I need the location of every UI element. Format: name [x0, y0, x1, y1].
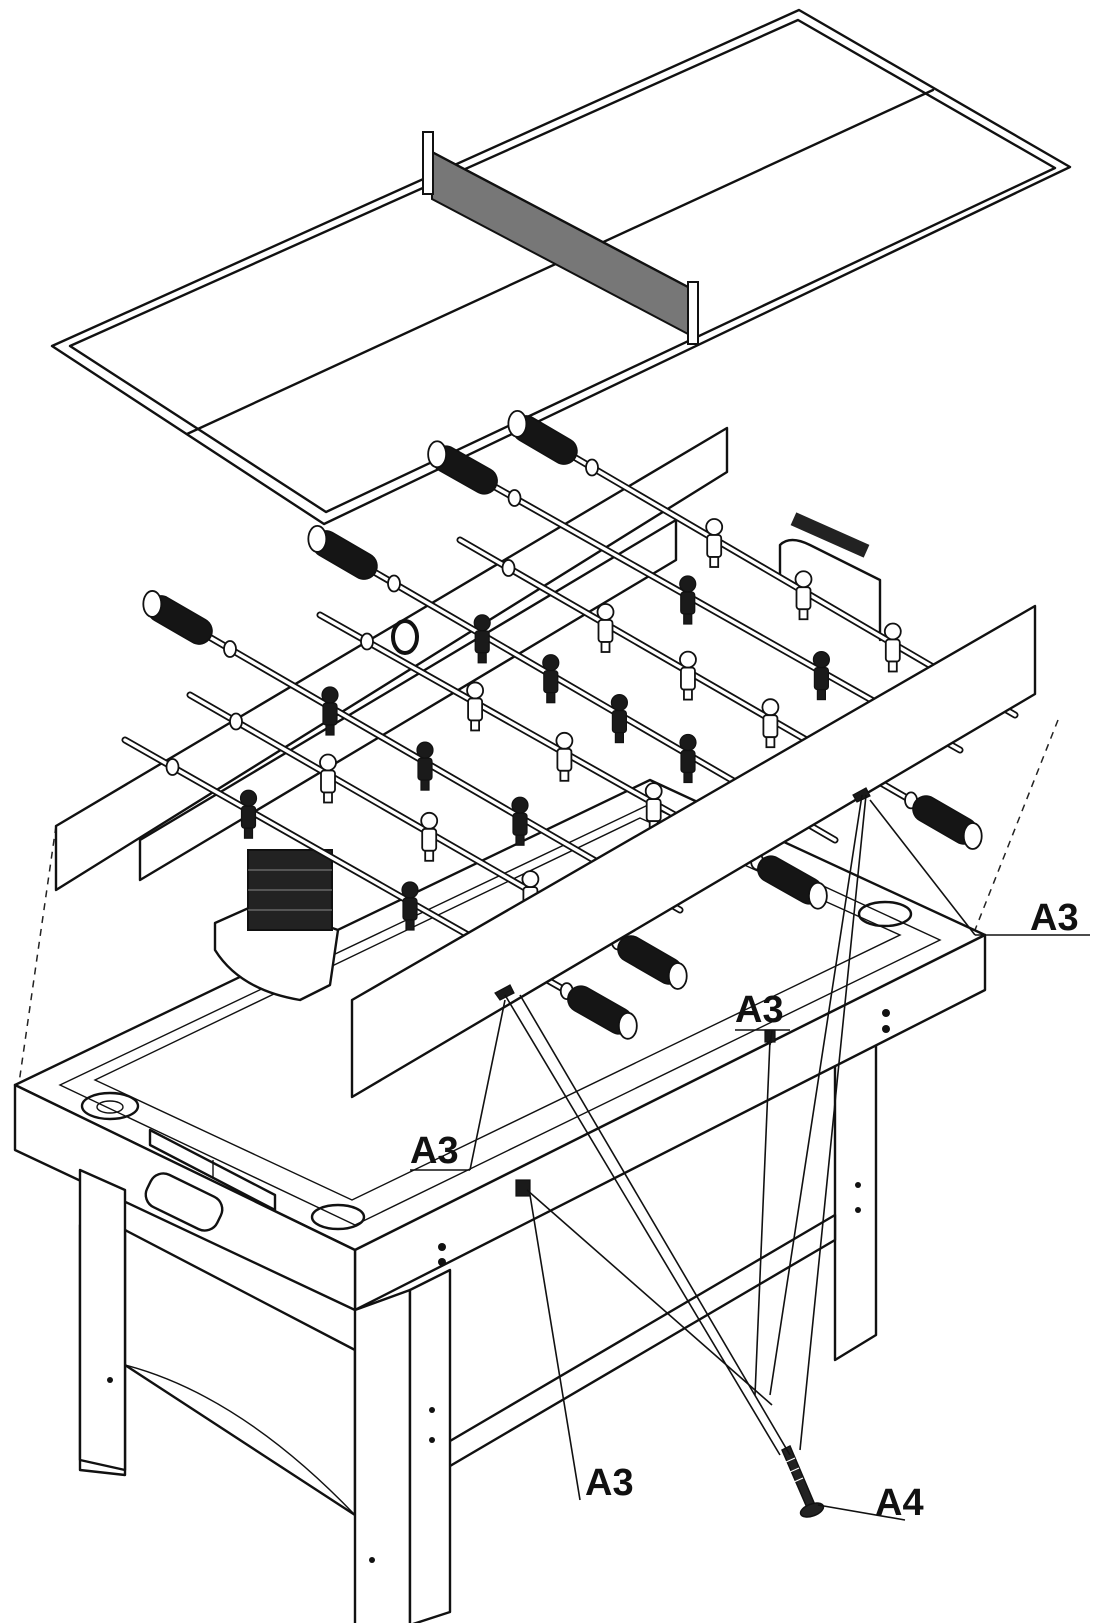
rod-bumper [229, 712, 243, 731]
foosball-player [794, 570, 813, 621]
callout-a3-left: A3 [410, 999, 506, 1172]
foosball-player [420, 811, 439, 862]
foosball-player [319, 753, 337, 804]
foosball-player [679, 650, 697, 701]
rod-bumper [501, 559, 516, 577]
foosball-player [321, 686, 339, 736]
foosball-player [239, 789, 258, 839]
foosball-player [812, 650, 831, 701]
rod-bumper [507, 489, 522, 507]
svg-text:A3: A3 [585, 1462, 634, 1504]
rod-handle-grip [757, 855, 828, 910]
foosball-player [473, 614, 491, 664]
foosball-player [542, 654, 560, 704]
rod-bumper [585, 458, 599, 477]
foosball-cabinet [13, 778, 987, 1623]
goal-box-far [778, 512, 882, 642]
rod-handle-grip [427, 440, 498, 495]
foosball-player [555, 731, 574, 782]
rod-bumper [223, 640, 237, 658]
rod-handle-grip [507, 409, 578, 465]
svg-text:A4: A4 [875, 1482, 924, 1524]
svg-text:A3: A3 [735, 989, 784, 1031]
table-tennis-top [50, 8, 1072, 526]
rod-bumper [165, 758, 180, 776]
table-tennis-net [422, 131, 699, 345]
callout-a4: A4 [817, 1482, 924, 1524]
foosball-player [596, 603, 615, 653]
callout-a3-bottom: A3 [529, 1194, 634, 1504]
foosball-player [610, 693, 629, 744]
goal-box-near [213, 849, 340, 1002]
rod-handle-grip [307, 525, 378, 580]
foosball-player [679, 733, 697, 784]
foosball-player [761, 698, 780, 749]
rod-handle-grip [567, 985, 638, 1040]
rod-handle-grip [142, 590, 213, 645]
assembly-leader-lines [504, 794, 867, 1456]
foosball-player [511, 796, 529, 846]
foosball-player [401, 881, 419, 931]
rod-bumper [360, 632, 374, 651]
side-wall-front [350, 604, 1037, 1099]
rod-bumper [387, 574, 401, 593]
foosball-player [416, 741, 434, 791]
foosball-player [466, 681, 485, 732]
foosball-player [705, 518, 724, 568]
foosball-player [883, 622, 902, 673]
a4-screw-icon [781, 1444, 825, 1518]
rod-handle-grip [617, 935, 688, 990]
svg-text:A3: A3 [1030, 897, 1079, 939]
callout-a3-upper: A3 [735, 989, 790, 1046]
rod-ring [391, 619, 419, 655]
rod-handles [142, 409, 983, 1040]
callout-a3-right: A3 [869, 799, 1090, 939]
foosball-player [679, 575, 697, 625]
rod-handle-grip [912, 795, 983, 850]
svg-text:A3: A3 [410, 1130, 459, 1172]
